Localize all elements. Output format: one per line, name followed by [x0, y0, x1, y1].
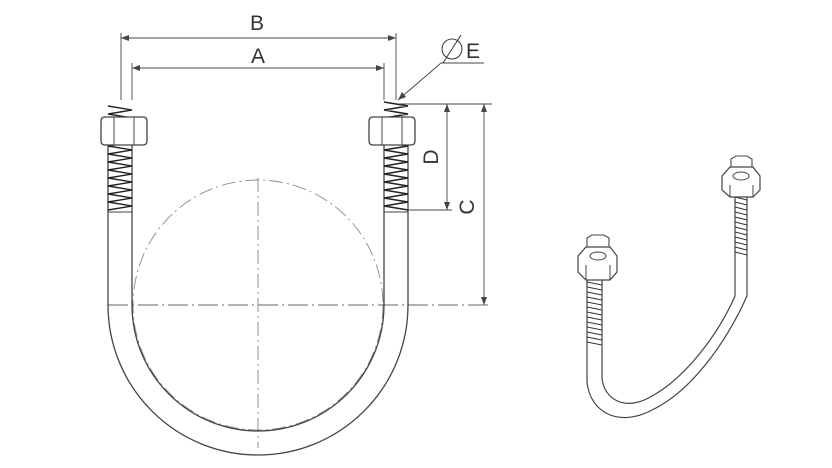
left-nut [100, 116, 148, 146]
dimension-e-label: E [466, 40, 480, 63]
iso-rod-outer-edge [586, 190, 748, 419]
dimension-c: C [456, 104, 487, 305]
dimension-d: D [398, 103, 492, 211]
dimension-b: B [120, 12, 397, 100]
iso-left-nut [577, 234, 618, 281]
dimension-a-label: A [251, 45, 265, 68]
right-nut [368, 116, 416, 146]
u-bolt-outer-edge [107, 140, 409, 456]
dimension-a: A [131, 45, 385, 100]
isometric-view [577, 155, 761, 419]
diameter-symbol-icon [441, 38, 463, 60]
dimension-c-label: C [456, 199, 479, 214]
iso-right-thread [734, 191, 748, 256]
u-bolt-inner-edge [131, 140, 385, 432]
iso-left-thread [586, 281, 603, 346]
dimension-e: E [397, 34, 484, 101]
iso-rod-inner-edge [601, 190, 736, 404]
dimension-b-label: B [250, 12, 264, 35]
dimension-d-label: D [420, 149, 443, 164]
front-view: B A E D [100, 12, 492, 456]
iso-right-nut [721, 155, 761, 198]
